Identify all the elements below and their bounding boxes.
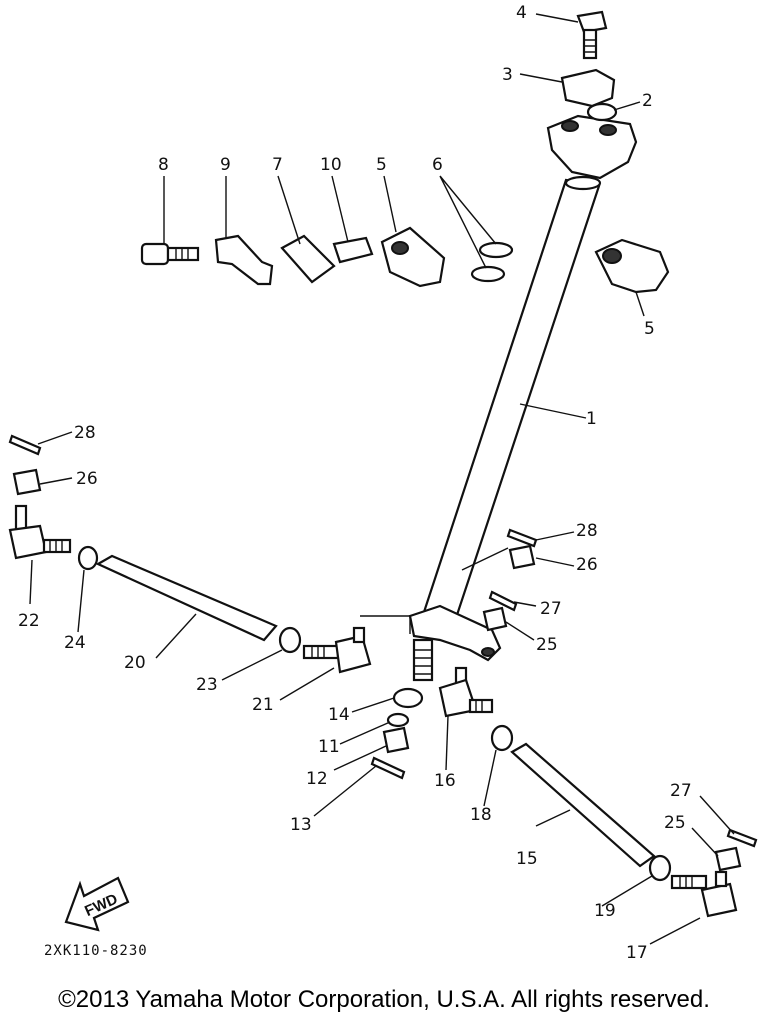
tie-rod-end-21	[302, 626, 372, 674]
tie-rod-20	[95, 554, 278, 642]
nut-24	[77, 545, 99, 571]
plate-9	[214, 234, 274, 286]
callout-2: 2	[642, 91, 653, 111]
callout-1: 1	[586, 409, 597, 429]
callout-28-right: 28	[576, 521, 598, 541]
nut-26-left	[12, 468, 42, 496]
nut-25-upper	[482, 606, 508, 632]
callout-25-upper: 25	[536, 635, 558, 655]
cotter-pin-13	[370, 756, 406, 780]
cotter-pin-27-upper	[488, 590, 518, 612]
callout-24: 24	[64, 633, 86, 653]
copyright-notice: ©2013 Yamaha Motor Corporation, U.S.A. A…	[58, 986, 710, 1013]
callout-18: 18	[470, 805, 492, 825]
washer-11	[386, 712, 410, 728]
tie-rod-end-17	[670, 870, 738, 918]
callout-17: 17	[626, 943, 648, 963]
fwd-arrow-icon: FWD	[64, 876, 130, 932]
tie-rod-15	[510, 742, 656, 868]
callout-10: 10	[320, 155, 342, 175]
callout-4: 4	[516, 3, 527, 23]
diagram-code: 2XK110-8230	[44, 943, 148, 959]
leader-lines	[29, 13, 735, 945]
callout-20: 20	[124, 653, 146, 673]
callout-16: 16	[434, 771, 456, 791]
callout-26-left: 26	[76, 469, 98, 489]
callout-5-upper: 5	[376, 155, 387, 175]
clamp-5-left	[380, 226, 446, 288]
callout-11: 11	[318, 737, 340, 757]
cotter-pin-28-left	[8, 434, 42, 456]
callout-14: 14	[328, 705, 350, 725]
callout-27-lower: 27	[670, 781, 692, 801]
callout-25-lower: 25	[664, 813, 686, 833]
callout-labels: 1 2 3 4 5 5 6 7 8 9 10 11 12 13 14 15 16…	[18, 3, 692, 963]
nut-19	[648, 854, 672, 882]
callout-9: 9	[220, 155, 231, 175]
callout-23: 23	[196, 675, 218, 695]
callout-13: 13	[290, 815, 312, 835]
nut-26-right	[508, 544, 536, 570]
callout-8: 8	[158, 155, 169, 175]
callout-19: 19	[594, 901, 616, 921]
nut-23	[278, 626, 302, 654]
collar-10	[332, 236, 374, 264]
callout-12: 12	[306, 769, 328, 789]
callout-15: 15	[516, 849, 538, 869]
tie-rod-end-22	[8, 504, 72, 560]
clamp-5-right	[594, 238, 670, 294]
bushing-2	[586, 102, 618, 122]
seal-14	[392, 687, 424, 709]
tie-rod-end-16	[438, 666, 494, 718]
callout-28-left: 28	[74, 423, 96, 443]
bolt-8	[140, 242, 200, 266]
steering-column	[408, 114, 638, 682]
cotter-pin-28-right	[506, 528, 538, 548]
callout-7: 7	[272, 155, 283, 175]
bolt-4	[576, 10, 608, 60]
callout-26-right: 26	[576, 555, 598, 575]
nut-25-lower	[714, 846, 742, 872]
callout-6: 6	[432, 155, 443, 175]
washers-6	[470, 241, 514, 283]
callout-27-upper: 27	[540, 599, 562, 619]
clamp-3	[560, 68, 616, 108]
cotter-pin-27-lower	[726, 828, 758, 848]
plate-7	[280, 234, 336, 284]
callout-21: 21	[252, 695, 274, 715]
callout-22: 22	[18, 611, 40, 631]
callout-5-right: 5	[644, 319, 655, 339]
nut-18	[490, 724, 514, 752]
nut-12	[382, 726, 410, 754]
callout-3: 3	[502, 65, 513, 85]
